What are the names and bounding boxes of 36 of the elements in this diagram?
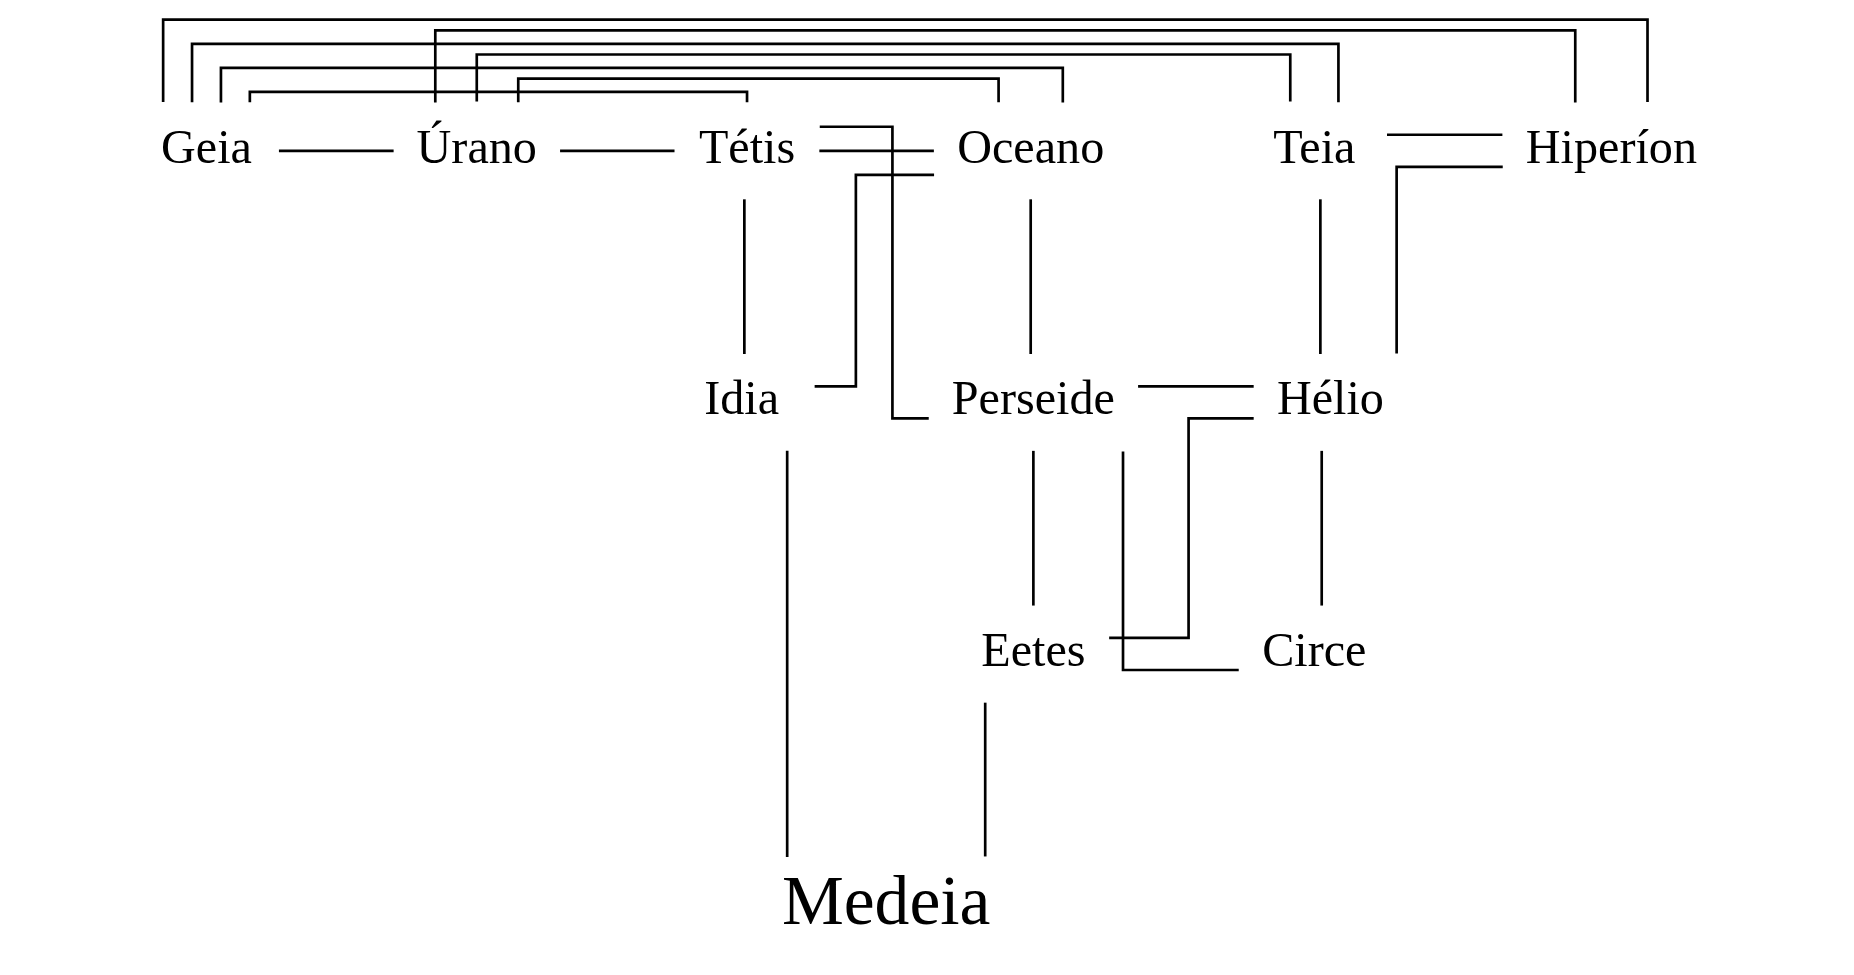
node-text: Perseide [951, 370, 1115, 424]
connector [1032, 450, 1035, 606]
node-text: Úrano [416, 119, 537, 173]
connector [219, 66, 1065, 103]
node-text: Geia [161, 119, 252, 173]
connector [433, 28, 1577, 103]
connector [1029, 198, 1033, 354]
connector [560, 149, 675, 152]
node-text: Oceano [957, 119, 1105, 173]
connector [248, 90, 749, 102]
node-text: Hiperíon [1525, 119, 1697, 173]
connector [785, 450, 789, 857]
node-text: Tétis [698, 119, 796, 173]
node-text: Hélio [1276, 370, 1384, 424]
connector [814, 173, 935, 388]
connector [1121, 450, 1239, 671]
connector [983, 702, 987, 856]
connector [819, 124, 929, 420]
connector [475, 52, 1292, 102]
connector [190, 41, 1340, 102]
connector [1395, 165, 1503, 354]
connector [1387, 132, 1503, 136]
connector [516, 76, 1000, 102]
connector [1138, 384, 1254, 388]
node-text: Eetes [981, 622, 1086, 676]
node-text: Medeia [781, 861, 991, 939]
connector [161, 17, 1649, 102]
connector [819, 149, 934, 152]
node-text: Idia [704, 370, 780, 424]
connector [1319, 198, 1322, 354]
connector [1320, 450, 1324, 606]
node-text: Circe [1262, 622, 1367, 676]
connector [278, 149, 394, 152]
connector [1109, 416, 1254, 639]
connector [743, 198, 746, 354]
node-text: Teia [1273, 119, 1356, 173]
